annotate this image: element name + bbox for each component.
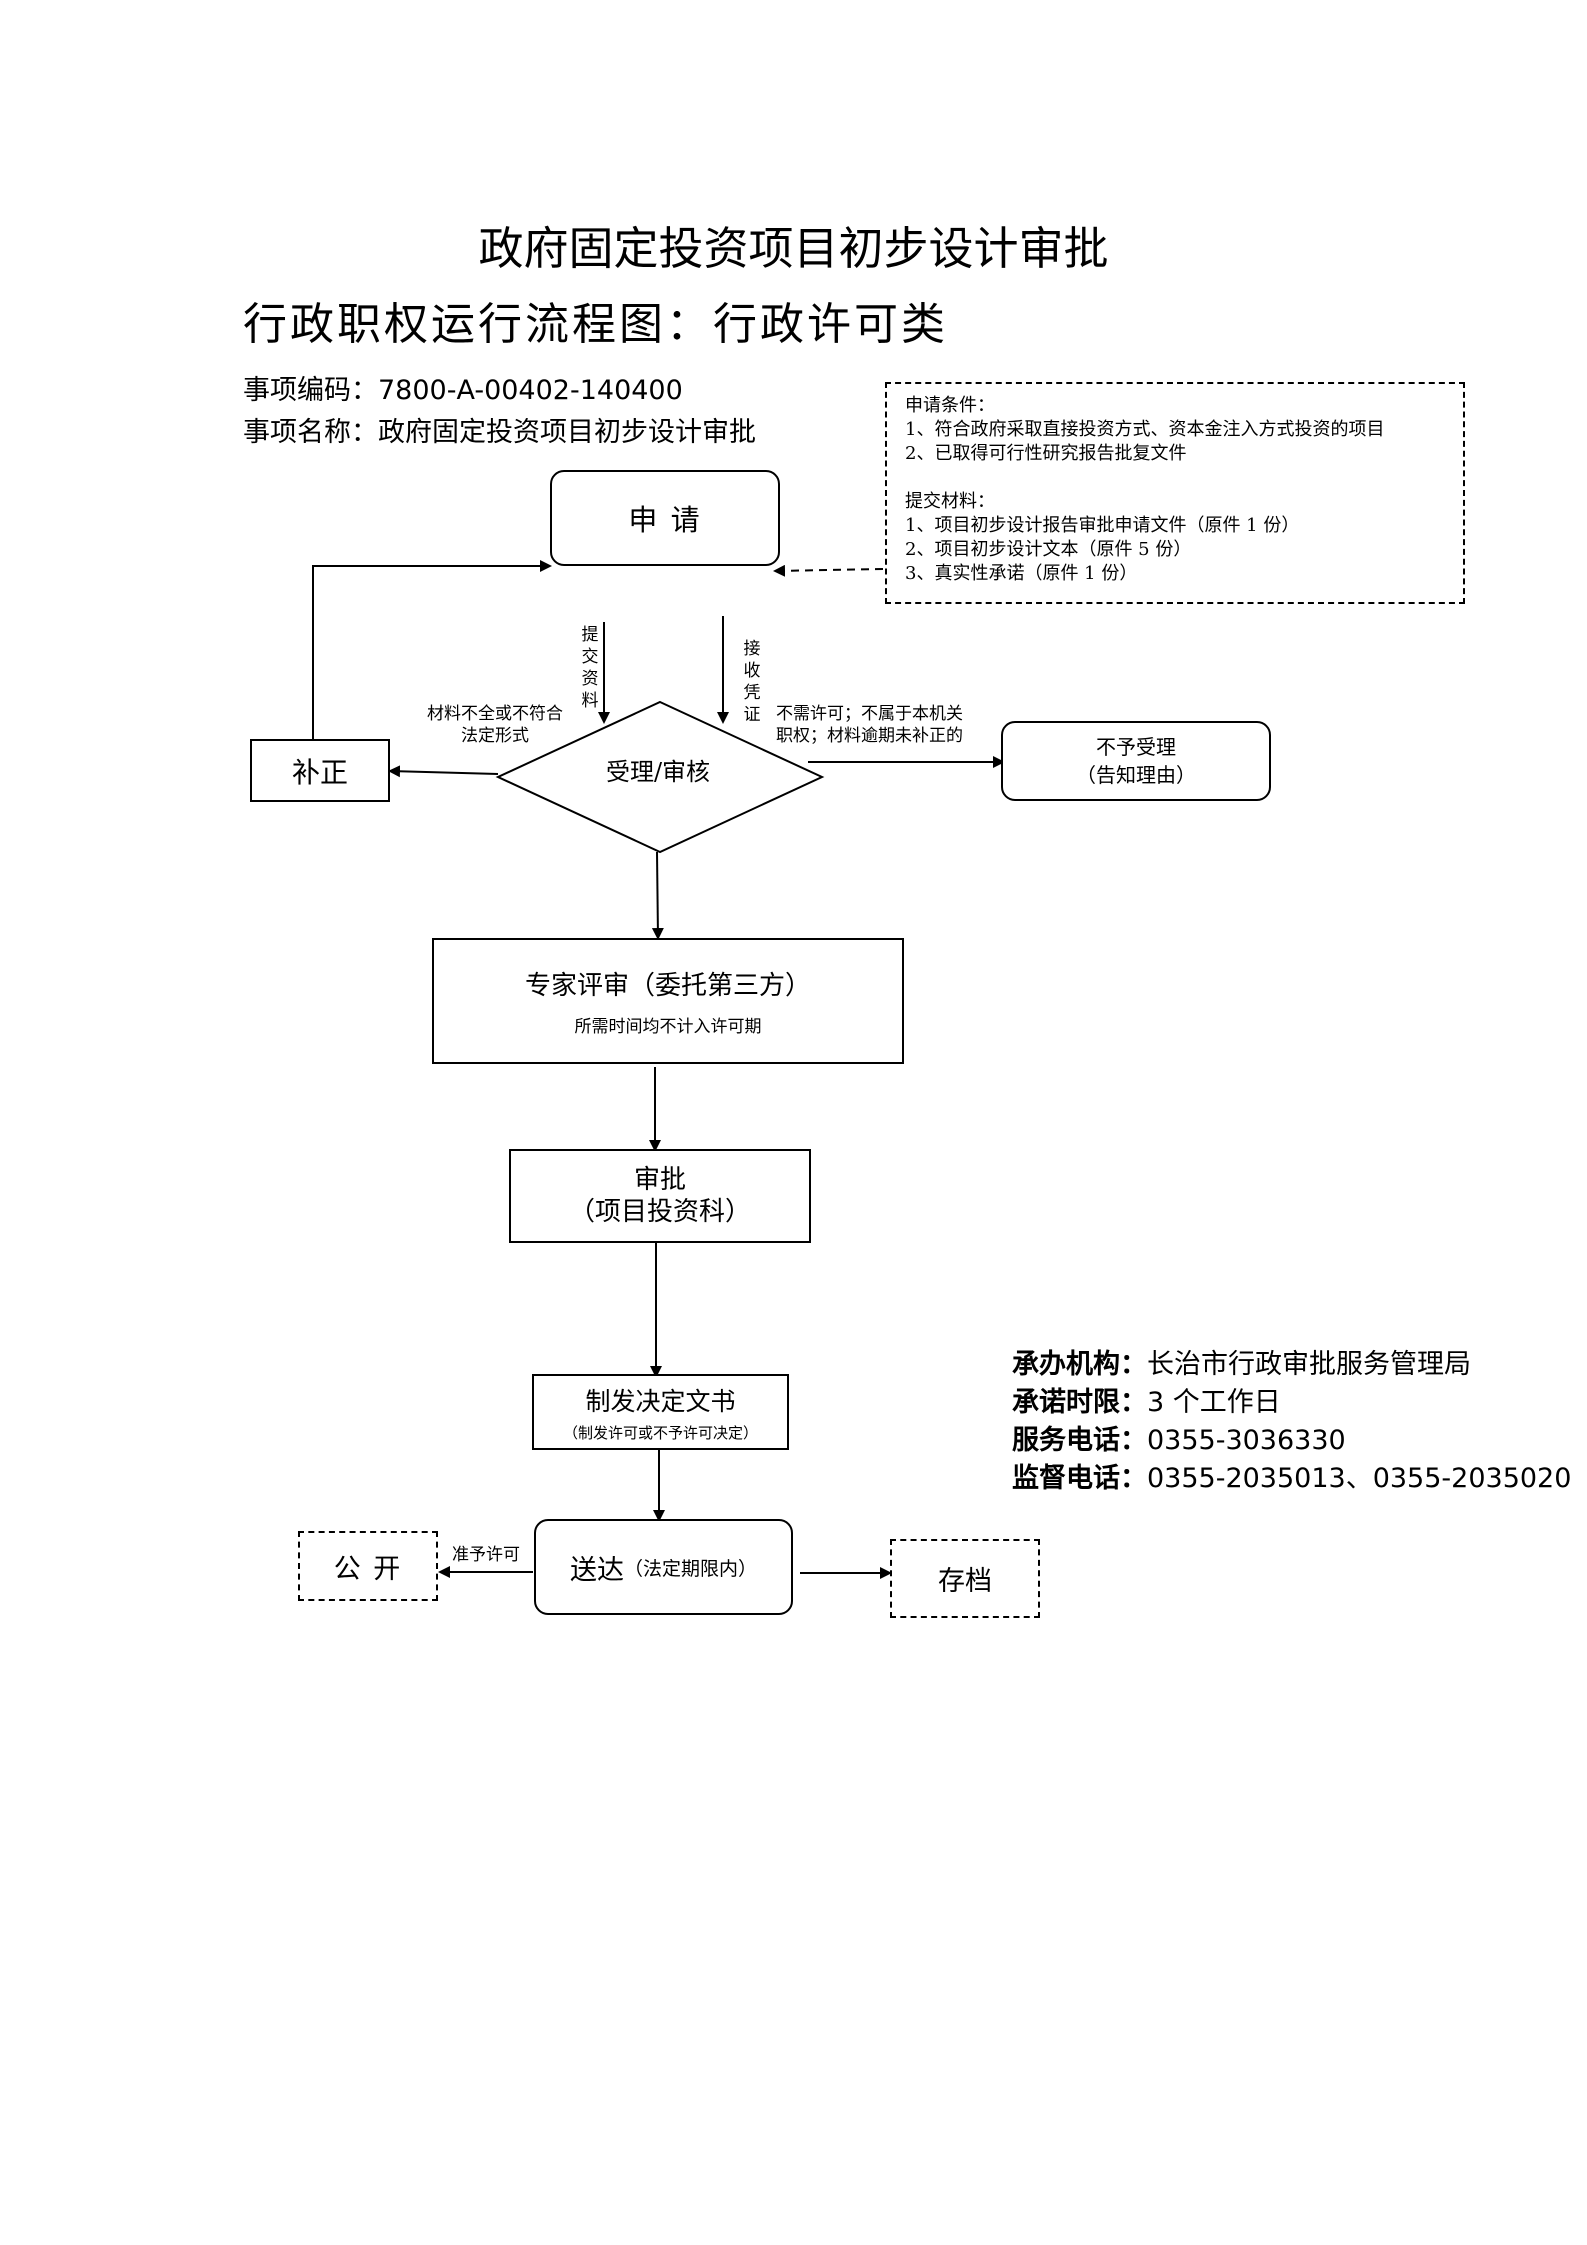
review-label: 受理/审核: [605, 758, 711, 786]
material-item: 1、项目初步设计报告审批申请文件（原件 1 份）: [905, 515, 1300, 536]
contact-label: 服务电话：: [1012, 1425, 1147, 1456]
contact-label: 监督电话：: [1012, 1463, 1147, 1494]
archive-label: 存档: [938, 1566, 992, 1597]
expert-review-note: 所需时间均不计入许可期: [574, 1017, 762, 1037]
condition-item: 2、已取得可行性研究报告批复文件: [905, 443, 1187, 464]
item-code: 事项编码：7800-A-00402-140400: [243, 368, 683, 407]
material-item: 2、项目初步设计文本（原件 5 份）: [905, 539, 1192, 560]
page-title: 政府固定投资项目初步设计审批: [478, 222, 1109, 275]
apply-node: 申 请: [550, 470, 780, 566]
submit-materials-label: 提 交 资 料: [580, 624, 600, 712]
contact-row: 监督电话：0355-2035013、0355-2035020: [1012, 1456, 1571, 1495]
conditions-box: 申请条件： 1、符合政府采取直接投资方式、资本金注入方式投资的项目 2、已取得可…: [885, 382, 1465, 604]
expert-review-label: 专家评审（委托第三方）: [524, 971, 811, 1001]
conditions-arrow: [773, 564, 884, 577]
contact-row: 服务电话：0355-3036330: [1012, 1418, 1346, 1457]
deliver-label: 送达: [569, 1554, 624, 1586]
contact-row: 承诺时限：3 个工作日: [1012, 1380, 1281, 1419]
grant-label: 准予许可: [452, 1545, 520, 1565]
archive-node: 存档: [890, 1539, 1040, 1618]
apply-label: 申 请: [628, 503, 702, 537]
not-required-label: 不需许可；不属于本机关 职权；材料逾期未补正的: [776, 703, 1006, 747]
publish-label: 公 开: [333, 1553, 403, 1585]
correct-node: 补正: [250, 739, 390, 802]
correct-loop-arrow: [312, 560, 552, 739]
contact-value: 0355-2035013、0355-2035020: [1147, 1463, 1572, 1494]
incomplete-label: 材料不全或不符合 法定形式: [400, 703, 590, 747]
deliver-node: 送达（法定期限内）: [534, 1519, 793, 1615]
to-correct-arrow: [388, 765, 499, 778]
reject-node: 不予受理 （告知理由）: [1001, 721, 1271, 801]
incomplete-line: 法定形式: [461, 726, 529, 746]
review-diamond: [495, 700, 825, 854]
item-name-value: 政府固定投资项目初步设计审批: [378, 417, 756, 448]
contact-value: 3 个工作日: [1147, 1387, 1281, 1418]
submit-char: 提: [581, 625, 599, 645]
reject-reason: （告知理由）: [1076, 763, 1196, 787]
issue-node: 制发决定文书 （制发许可或不予许可决定）: [532, 1374, 789, 1450]
approve-node: 审批 （项目投资科）: [509, 1149, 811, 1243]
contact-value: 0355-3036330: [1147, 1425, 1346, 1456]
approve-dept: （项目投资科）: [568, 1197, 751, 1227]
not-required-line: 不需许可；不属于本机关: [776, 704, 963, 724]
deliver-note: （法定期限内）: [623, 1557, 757, 1580]
contact-label: 承诺时限：: [1012, 1387, 1147, 1418]
publish-node: 公 开: [298, 1531, 438, 1601]
contact-label: 承办机构：: [1012, 1349, 1147, 1380]
receipt-char: 凭: [743, 683, 761, 703]
receipt-char: 证: [743, 705, 761, 725]
approve-label: 审批: [633, 1165, 686, 1195]
item-name-label: 事项名称：: [243, 417, 378, 448]
to-expert-arrow: [651, 851, 664, 940]
issue-note: （制发许可或不予许可决定）: [562, 1423, 758, 1442]
submit-char: 交: [581, 647, 599, 667]
receipt-char: 收: [743, 661, 761, 681]
material-item: 3、真实性承诺（原件 1 份）: [905, 563, 1138, 584]
item-code-value: 7800-A-00402-140400: [378, 375, 683, 406]
not-required-line: 职权；材料逾期未补正的: [776, 726, 963, 746]
contact-value: 长治市行政审批服务管理局: [1147, 1349, 1471, 1380]
reject-label: 不予受理: [1096, 735, 1176, 759]
submit-char: 料: [581, 691, 599, 711]
correct-label: 补正: [291, 755, 348, 789]
item-code-label: 事项编码：: [243, 375, 378, 406]
condition-item: 1、符合政府采取直接投资方式、资本金注入方式投资的项目: [905, 419, 1385, 440]
page-subtitle: 行政职权运行流程图：行政许可类: [243, 299, 948, 350]
submit-char: 资: [581, 669, 599, 689]
receipt-char: 接: [743, 639, 761, 659]
conditions-heading: 申请条件：: [905, 395, 995, 416]
issue-label: 制发决定文书: [585, 1386, 736, 1416]
receipt-label: 接 收 凭 证: [742, 638, 762, 726]
contact-row: 承办机构：长治市行政审批服务管理局: [1012, 1342, 1471, 1381]
incomplete-line: 材料不全或不符合: [427, 704, 563, 724]
expert-review-node: 专家评审（委托第三方） 所需时间均不计入许可期: [432, 938, 904, 1064]
item-name: 事项名称：政府固定投资项目初步设计审批: [243, 410, 756, 449]
materials-heading: 提交材料：: [905, 491, 995, 512]
